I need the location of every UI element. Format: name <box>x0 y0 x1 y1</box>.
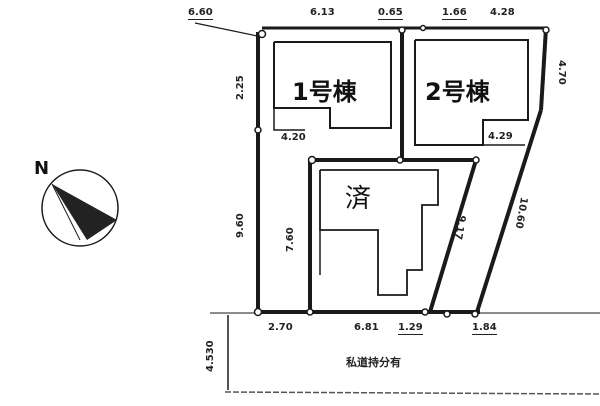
dim-right-upper: 4.70 <box>556 60 567 85</box>
dim-left-upper: 2.25 <box>235 75 246 100</box>
lot-3-sold-label: 済 <box>345 184 372 214</box>
dim-top-lot1: 6.13 <box>310 7 335 18</box>
dim-top-lot2-a: 1.66 <box>442 7 467 20</box>
north-arrow-icon <box>41 169 119 247</box>
building-1-notch <box>273 42 305 131</box>
dim-top-lot2-b: 4.28 <box>490 7 515 18</box>
dim-lot2-notch: 4.29 <box>488 131 513 142</box>
dim-top-left-offset: 6.60 <box>188 7 213 20</box>
right-boundary-line <box>539 27 548 111</box>
lot-2-label: 2号棟 <box>425 78 490 106</box>
lot-1-label: 1号棟 <box>292 78 357 106</box>
outer-diagonal-boundary <box>475 109 543 313</box>
top-left-leader-line <box>194 22 263 38</box>
dim-lot1-notch: 4.20 <box>281 132 306 143</box>
dim-left-lower: 9.60 <box>235 213 246 238</box>
building-2-footprint <box>414 39 529 146</box>
inner-diagonal-boundary <box>428 159 478 313</box>
dim-lot3-left: 7.60 <box>285 227 296 252</box>
dim-bottom-mid: 6.81 <box>354 322 379 333</box>
dim-top-gap: 0.65 <box>378 7 403 20</box>
road-label: 私道持分有 <box>346 356 401 369</box>
dim-bottom-left: 2.70 <box>268 322 293 333</box>
dim-bottom-b: 1.84 <box>472 322 497 335</box>
building-3-footprint <box>319 169 439 296</box>
dim-road-width: 4.530 <box>205 340 216 372</box>
boundary-markers <box>253 24 550 318</box>
compass-north-label: N <box>34 158 50 179</box>
dim-bottom-a: 1.29 <box>398 322 423 335</box>
road-bottom-line <box>224 391 600 395</box>
